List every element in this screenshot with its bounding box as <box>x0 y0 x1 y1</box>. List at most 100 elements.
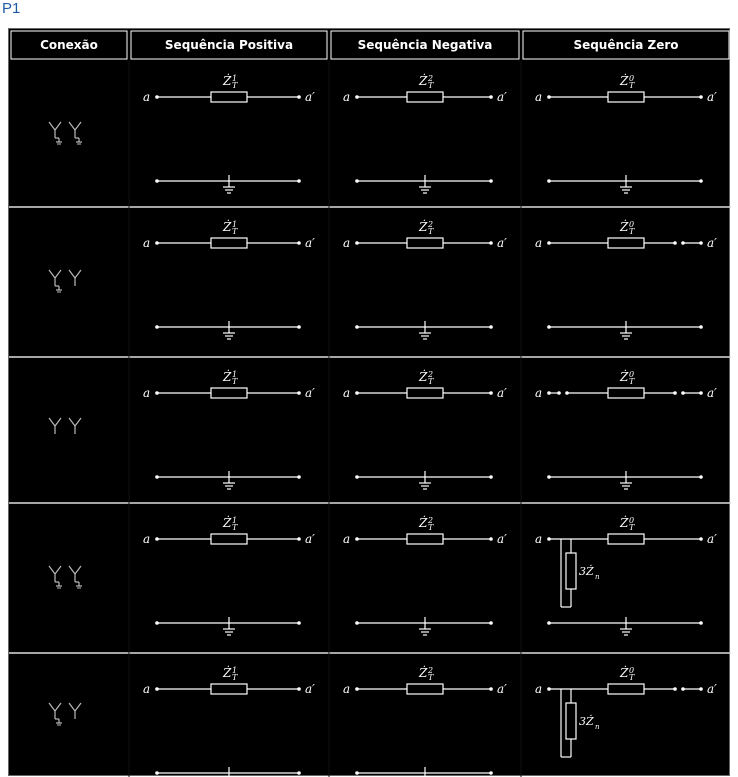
impedance-sup: 0 <box>629 516 634 525</box>
node-dot <box>297 475 301 479</box>
node-dot <box>673 687 677 691</box>
node-a-label: a <box>343 532 350 546</box>
node-dot <box>699 179 703 183</box>
node-a-prime-label: a′ <box>497 90 507 104</box>
node-dot <box>355 687 359 691</box>
node-a-prime-label: a′ <box>707 90 717 104</box>
node-a-prime-label: a′ <box>305 682 315 696</box>
series-impedance <box>607 533 645 545</box>
node-dot <box>155 475 159 479</box>
node-dot <box>489 537 493 541</box>
node-dot <box>547 95 551 99</box>
impedance-label: Ż <box>222 219 232 234</box>
node-dot <box>297 687 301 691</box>
impedance-sub: T <box>629 523 635 532</box>
node-dot <box>547 475 551 479</box>
neutral-impedance-sub: n <box>595 573 600 581</box>
neutral-impedance-label: 3Ż <box>579 714 594 728</box>
node-dot <box>297 771 301 775</box>
impedance-label: Ż <box>619 515 629 530</box>
node-dot <box>155 537 159 541</box>
node-dot <box>355 325 359 329</box>
node-a-label: a <box>535 386 542 400</box>
node-dot <box>489 621 493 625</box>
node-a-prime-label: a′ <box>707 386 717 400</box>
connection-icon-right <box>74 417 82 427</box>
impedance-label: Ż <box>222 665 232 680</box>
impedance-sub: T <box>428 523 434 532</box>
node-dot <box>557 391 561 395</box>
impedance-sup: 0 <box>629 220 634 229</box>
node-a-label: a <box>343 386 350 400</box>
impedance-sup: 0 <box>629 666 634 675</box>
node-dot <box>699 95 703 99</box>
node-a-label: a <box>143 90 150 104</box>
node-dot <box>547 537 551 541</box>
series-impedance <box>406 683 444 695</box>
node-dot <box>489 391 493 395</box>
neutral-impedance <box>565 552 577 590</box>
node-a-label: a <box>343 90 350 104</box>
node-dot <box>547 179 551 183</box>
header-label: Sequência Zero <box>573 38 678 52</box>
node-dot <box>699 391 703 395</box>
node-dot <box>699 621 703 625</box>
node-a-label: a <box>143 682 150 696</box>
node-dot <box>355 537 359 541</box>
header-label: Conexão <box>40 38 98 52</box>
node-dot <box>155 687 159 691</box>
node-dot <box>547 621 551 625</box>
connection-icon-right <box>74 702 82 712</box>
node-dot <box>547 391 551 395</box>
node-dot <box>355 621 359 625</box>
node-dot <box>355 95 359 99</box>
series-impedance <box>607 91 645 103</box>
impedance-label: Ż <box>222 73 232 88</box>
impedance-sup: 1 <box>232 220 237 229</box>
impedance-sub: T <box>629 673 635 682</box>
connection-icon-right <box>74 269 82 279</box>
impedance-sub: T <box>232 81 238 90</box>
node-a-prime-label: a′ <box>305 386 315 400</box>
neutral-impedance-label: 3Ż <box>579 564 594 578</box>
series-impedance <box>210 683 248 695</box>
connection-icon-left <box>48 121 56 131</box>
connection-icon-right <box>68 702 76 712</box>
node-dot <box>547 325 551 329</box>
impedance-label: Ż <box>619 369 629 384</box>
impedance-sub: T <box>428 81 434 90</box>
node-a-label: a <box>343 236 350 250</box>
connection-icon-left <box>54 269 62 279</box>
header-label: Sequência Negativa <box>358 38 493 52</box>
node-dot <box>355 241 359 245</box>
impedance-sup: 2 <box>427 74 433 83</box>
series-impedance <box>406 533 444 545</box>
impedance-label: Ż <box>619 219 629 234</box>
node-dot <box>355 475 359 479</box>
node-a-prime-label: a′ <box>497 236 507 250</box>
node-dot <box>489 325 493 329</box>
page-label: P1 <box>2 0 21 17</box>
impedance-sub: T <box>232 673 238 682</box>
node-a-prime-label: a′ <box>497 682 507 696</box>
connection-icon-right <box>68 565 76 575</box>
node-dot <box>297 325 301 329</box>
series-impedance <box>210 91 248 103</box>
impedance-label: Ż <box>418 665 428 680</box>
impedance-sub: T <box>232 227 238 236</box>
header-cell <box>130 30 328 60</box>
node-dot <box>699 475 703 479</box>
connection-icon-left <box>48 269 56 279</box>
connection-icon-right <box>68 417 76 427</box>
impedance-sup: 2 <box>427 666 433 675</box>
node-dot <box>489 771 493 775</box>
node-dot <box>489 241 493 245</box>
node-dot <box>297 179 301 183</box>
node-dot <box>297 241 301 245</box>
impedance-label: Ż <box>418 73 428 88</box>
impedance-sup: 1 <box>232 666 237 675</box>
series-impedance <box>406 91 444 103</box>
node-dot <box>489 95 493 99</box>
node-dot <box>297 95 301 99</box>
